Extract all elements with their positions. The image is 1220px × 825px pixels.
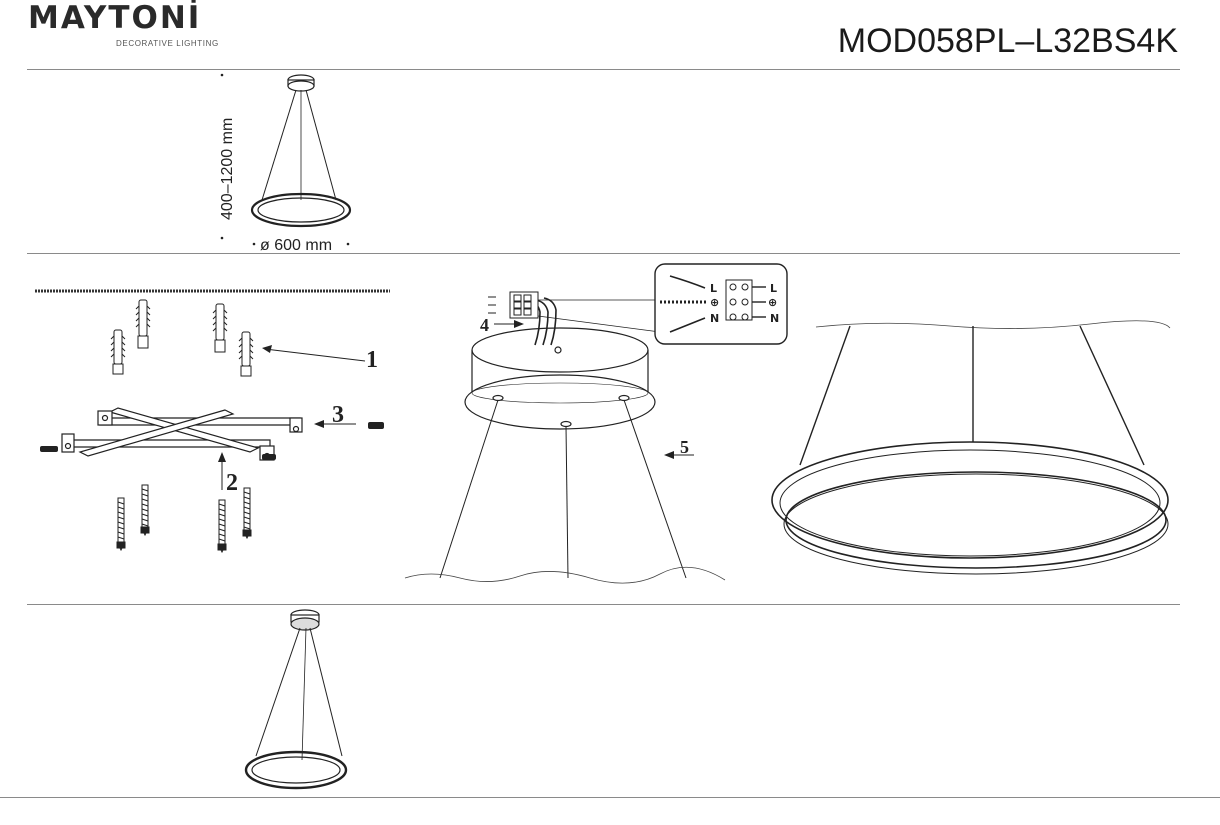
- terminal-l-out-label: L: [770, 282, 777, 295]
- brand-logo: MAYTONİ: [28, 0, 202, 36]
- ring-drawing: [771, 320, 1171, 575]
- canopy-drawing: [464, 327, 656, 430]
- assembled-lamp-drawing: [244, 609, 348, 790]
- callout-2-label: 2: [226, 470, 238, 496]
- bracket-screw-icon: [40, 422, 384, 460]
- callout-arrow-4: [494, 320, 524, 328]
- model-number: MOD058PL–L32BS4K: [837, 22, 1178, 60]
- terminal-n-in-label: N: [710, 312, 719, 325]
- suspension-cables: [439, 399, 687, 579]
- callout-4-label: 4: [480, 315, 489, 335]
- height-dimension-label: 400–1200 mm: [219, 118, 236, 220]
- wall-plug-icon: [110, 299, 254, 377]
- callout-3-label: 3: [332, 402, 344, 428]
- terminal-n-out-label: N: [770, 312, 779, 325]
- ring-cut-line: [404, 566, 726, 584]
- dimension-lamp-drawing: [250, 74, 352, 228]
- earth-ground-out-icon: ⊕: [768, 296, 777, 309]
- callout-arrow-2: [218, 452, 226, 490]
- divider-middle: [27, 253, 1180, 254]
- mounting-bracket-icon: [61, 407, 303, 461]
- terminal-l-in-label: L: [710, 282, 717, 295]
- callout-5-label: 5: [680, 437, 689, 457]
- divider-top: [27, 69, 1180, 70]
- terminal-block-icon: [488, 291, 539, 319]
- screw-icon: [116, 484, 252, 554]
- brand-tagline: DECORATIVE LIGHTING: [116, 39, 219, 48]
- callout-arrow-1: [262, 345, 366, 362]
- dimension-markers: [220, 73, 350, 246]
- callout-1-label: 1: [366, 347, 378, 373]
- wiring-detail-box: [654, 263, 788, 345]
- zoom-leader-bottom: [537, 315, 661, 333]
- callout-arrow-5: [664, 451, 694, 459]
- divider-bottom: [0, 797, 1220, 798]
- divider-lower: [27, 604, 1180, 605]
- diameter-dimension-label: ø 600 mm: [260, 237, 332, 254]
- callout-arrow-3: [314, 420, 356, 428]
- earth-ground-icon: ⊕: [710, 296, 719, 309]
